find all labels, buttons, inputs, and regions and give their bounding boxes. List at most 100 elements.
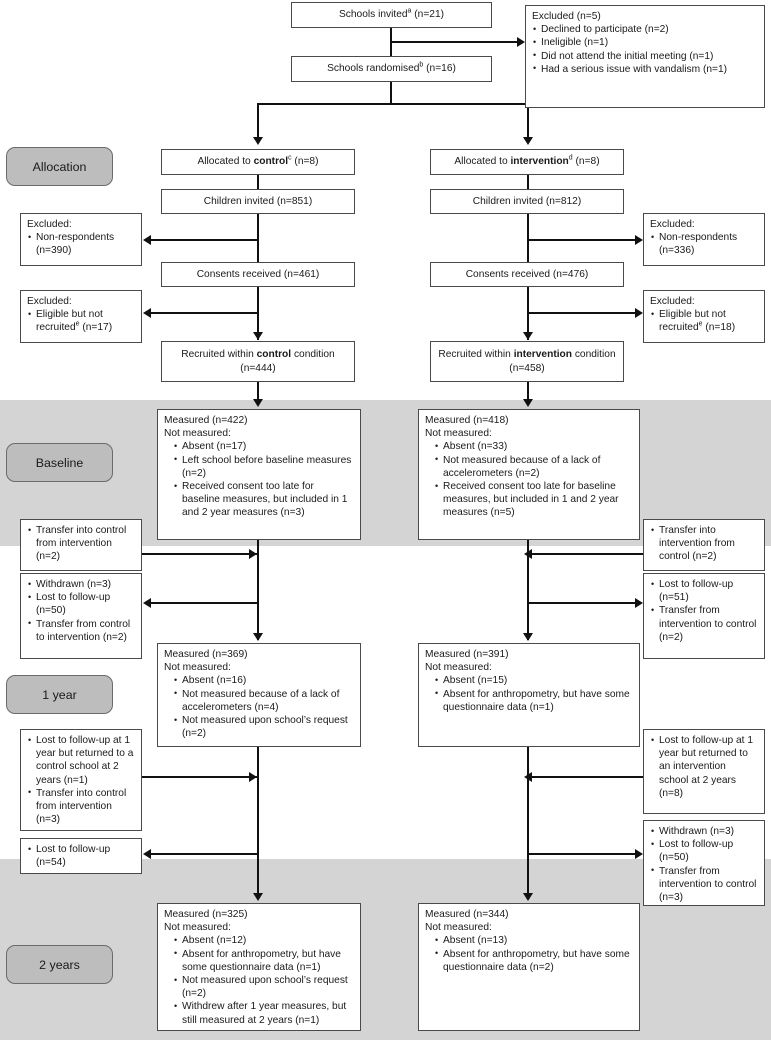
intervention-consents-label: Consents received (n=476) <box>465 268 589 280</box>
list-item: Not measured because of a lack of accele… <box>434 453 633 480</box>
intervention-transfer-in-baseline-list: Transfer into intervention from control … <box>650 524 758 564</box>
intervention-excluded-eligible-box: Excluded: Eligible but not recruitede (n… <box>643 290 765 343</box>
control-transfer-in-year2-box: Lost to follow-up at 1 year but returned… <box>20 729 142 831</box>
list-item: Lost to follow-up (n=54) <box>27 842 135 869</box>
control-excluded-nonresp-list: Non-respondents (n=390) <box>27 231 135 257</box>
stage-pill-year2-label: 2 years <box>39 957 80 972</box>
list-item: Withdrawn (n=3) <box>650 824 758 838</box>
list-item: Declined to participate (n=2) <box>532 23 758 36</box>
connector-to-schools-excluded <box>390 41 518 43</box>
schools-excluded-title: Excluded (n=5) <box>532 11 601 22</box>
list-item: Absent (n=12) <box>173 934 354 947</box>
list-item: Received consent too late for baseline m… <box>173 480 354 520</box>
connector-control-invited-consents <box>257 214 259 262</box>
intervention-allocated-label: Allocated to interventiond (n=8) <box>454 155 600 168</box>
connector-control-baseline-down <box>257 540 259 640</box>
intervention-loss-year1-box: Lost to follow-up (n=51) Transfer from i… <box>643 573 765 659</box>
connector-intervention-year1-down <box>527 747 529 899</box>
intervention-baseline-items: Absent (n=33) Not measured because of a … <box>434 440 633 519</box>
arrowhead-control-transfer-in-baseline <box>249 548 257 559</box>
arrowhead-control-loss-year2 <box>143 848 151 859</box>
connector-intervention-recruited-baseline <box>527 382 529 402</box>
connector-split-intervention <box>527 103 529 137</box>
control-year1-measured-label: Measured (n=369) <box>164 649 248 660</box>
connector-intervention-alloc-invited <box>527 175 529 189</box>
intervention-loss-year2-list: Withdrawn (n=3) Lost to follow-up (n=50)… <box>650 824 758 905</box>
intervention-year2-measured-box: Measured (n=344) Not measured: Absent (n… <box>418 903 640 1031</box>
schools-invited-box: Schools inviteda (n=21) <box>291 2 492 28</box>
control-recruited-label: Recruited within control condition (n=44… <box>181 349 335 374</box>
intervention-baseline-notmeasured-label: Not measured: <box>425 428 492 440</box>
intervention-excluded-eligible-list: Eligible but not recruitede (n=18) <box>650 308 758 334</box>
intervention-recruited-label: Recruited within intervention condition … <box>438 349 616 374</box>
arrowhead-control-recruited <box>252 332 263 340</box>
intervention-baseline-measured-label: Measured (n=418) <box>425 415 509 426</box>
control-year2-measured-box: Measured (n=325) Not measured: Absent (n… <box>157 903 361 1031</box>
list-item: Lost to follow-up (n=51) <box>650 577 758 604</box>
intervention-consents-box: Consents received (n=476) <box>430 262 624 287</box>
control-transfer-in-year2-list: Lost to follow-up at 1 year but returned… <box>27 734 135 826</box>
intervention-transfer-in-baseline-box: Transfer into intervention from control … <box>643 519 765 571</box>
arrowhead-control-year2 <box>252 893 263 901</box>
control-allocated-box: Allocated to controlc (n=8) <box>161 149 355 175</box>
connector-intervention-loss-year2 <box>527 853 636 855</box>
stage-pill-year1-label: 1 year <box>42 687 77 702</box>
control-year2-measured-label: Measured (n=325) <box>164 909 248 920</box>
stage-pill-allocation-label: Allocation <box>32 159 87 174</box>
intervention-excluded-eligible-title: Excluded: <box>650 296 695 307</box>
connector-control-eligible <box>151 312 258 314</box>
arrowhead-to-schools-excluded <box>517 36 525 47</box>
schools-invited-label: Schools inviteda (n=21) <box>339 8 444 21</box>
list-item: Not measured upon school’s request (n=2) <box>173 974 354 1000</box>
year2-band <box>0 859 771 1040</box>
arrowhead-intervention-eligible <box>635 307 643 318</box>
intervention-children-invited-label: Children invited (n=812) <box>472 195 582 207</box>
control-consents-box: Consents received (n=461) <box>161 262 355 287</box>
list-item: Transfer from control to intervention (n… <box>27 617 135 644</box>
arrowhead-intervention-recruited <box>522 332 533 340</box>
intervention-year2-measured-label: Measured (n=344) <box>425 909 509 920</box>
list-item: Transfer from intervention to control (n… <box>650 864 758 905</box>
list-item: Transfer into control from intervention … <box>27 786 135 827</box>
arrowhead-intervention-transfer-in-baseline <box>524 548 532 559</box>
connector-control-year1-down <box>257 747 259 899</box>
stage-pill-year2: 2 years <box>6 945 113 984</box>
control-excluded-nonresp-title: Excluded: <box>27 219 72 230</box>
arrowhead-control-eligible <box>143 307 151 318</box>
list-item: Absent (n=33) <box>434 440 633 453</box>
stage-pill-allocation: Allocation <box>6 147 113 186</box>
control-year2-items: Absent (n=12) Absent for anthropometry, … <box>173 934 354 1026</box>
list-item: Non-respondents (n=336) <box>650 231 758 257</box>
connector-control-loss-year2 <box>151 853 258 855</box>
connector-intervention-eligible <box>527 312 636 314</box>
list-item: Eligible but not recruitede (n=18) <box>650 308 758 334</box>
list-item: Did not attend the initial meeting (n=1) <box>532 49 758 63</box>
control-baseline-notmeasured-label: Not measured: <box>164 428 231 440</box>
intervention-year1-items: Absent (n=15) Absent for anthropometry, … <box>434 674 633 714</box>
intervention-year2-items: Absent (n=13) Absent for anthropometry, … <box>434 934 633 974</box>
list-item: Absent (n=15) <box>434 674 633 687</box>
arrowhead-allocated-control <box>252 137 263 145</box>
control-baseline-items: Absent (n=17) Left school before baselin… <box>173 440 354 519</box>
control-baseline-measured-box: Measured (n=422) Not measured: Absent (n… <box>157 409 361 540</box>
intervention-baseline-measured-box: Measured (n=418) Not measured: Absent (n… <box>418 409 640 540</box>
arrowhead-allocated-intervention <box>522 137 533 145</box>
connector-intervention-invited-consents <box>527 214 529 262</box>
arrowhead-control-year1 <box>252 633 263 641</box>
stage-pill-year1: 1 year <box>6 675 113 714</box>
list-item: Transfer into control from intervention … <box>27 524 135 564</box>
connector-intervention-transfer-in-year2 <box>527 776 643 778</box>
connector-control-nonresp <box>151 239 258 241</box>
list-item: Eligible but not recruitede (n=17) <box>27 308 135 334</box>
list-item: Lost to follow-up (n=50) <box>27 591 135 617</box>
list-item: Left school before baseline measures (n=… <box>173 453 354 480</box>
arrowhead-control-nonresp <box>143 234 151 245</box>
intervention-allocated-box: Allocated to interventiond (n=8) <box>430 149 624 175</box>
list-item: Lost to follow-up at 1 year but returned… <box>27 734 135 787</box>
list-item: Absent (n=13) <box>434 934 633 947</box>
list-item: Lost to follow-up at 1 year but returned… <box>650 733 758 800</box>
arrowhead-intervention-year1 <box>522 633 533 641</box>
list-item: Transfer from intervention to control (n… <box>650 604 758 644</box>
list-item: Absent for anthropometry, but have some … <box>173 947 354 974</box>
